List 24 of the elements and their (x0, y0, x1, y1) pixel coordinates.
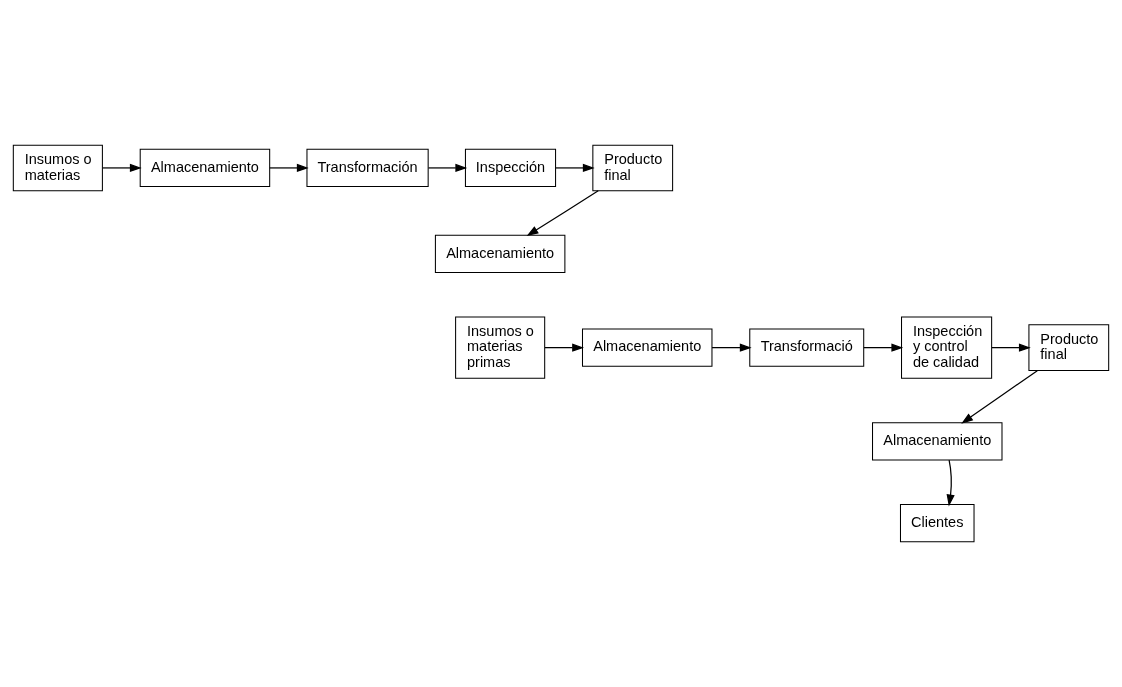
node-box: Producto final (1028, 324, 1110, 371)
arrow (526, 190, 599, 237)
node-box: Clientes (899, 504, 975, 543)
node-box: Almacenamiento (872, 422, 1003, 461)
arrow (711, 343, 752, 352)
node-box: Almacenamiento (581, 328, 713, 367)
node-box: Almacenamiento (434, 234, 566, 274)
arrow (427, 163, 468, 173)
arrow (102, 163, 142, 173)
node-box: Producto final (592, 144, 674, 192)
arrow (544, 343, 584, 352)
node-box: Inspección y control de calidad (901, 316, 993, 379)
node-box: Inspección (464, 148, 557, 188)
node-box: Transformació (749, 328, 865, 367)
node-box: Transformación (306, 148, 429, 188)
node-box: Insumos o materias (12, 144, 103, 192)
arrow (961, 370, 1038, 424)
arrow (269, 163, 309, 173)
arrow (555, 163, 595, 173)
node-box: Almacenamiento (139, 148, 271, 188)
arrow (863, 343, 904, 352)
arrow (991, 343, 1031, 352)
arrow (946, 459, 955, 507)
node-box: Insumos o materias primas (455, 316, 546, 379)
